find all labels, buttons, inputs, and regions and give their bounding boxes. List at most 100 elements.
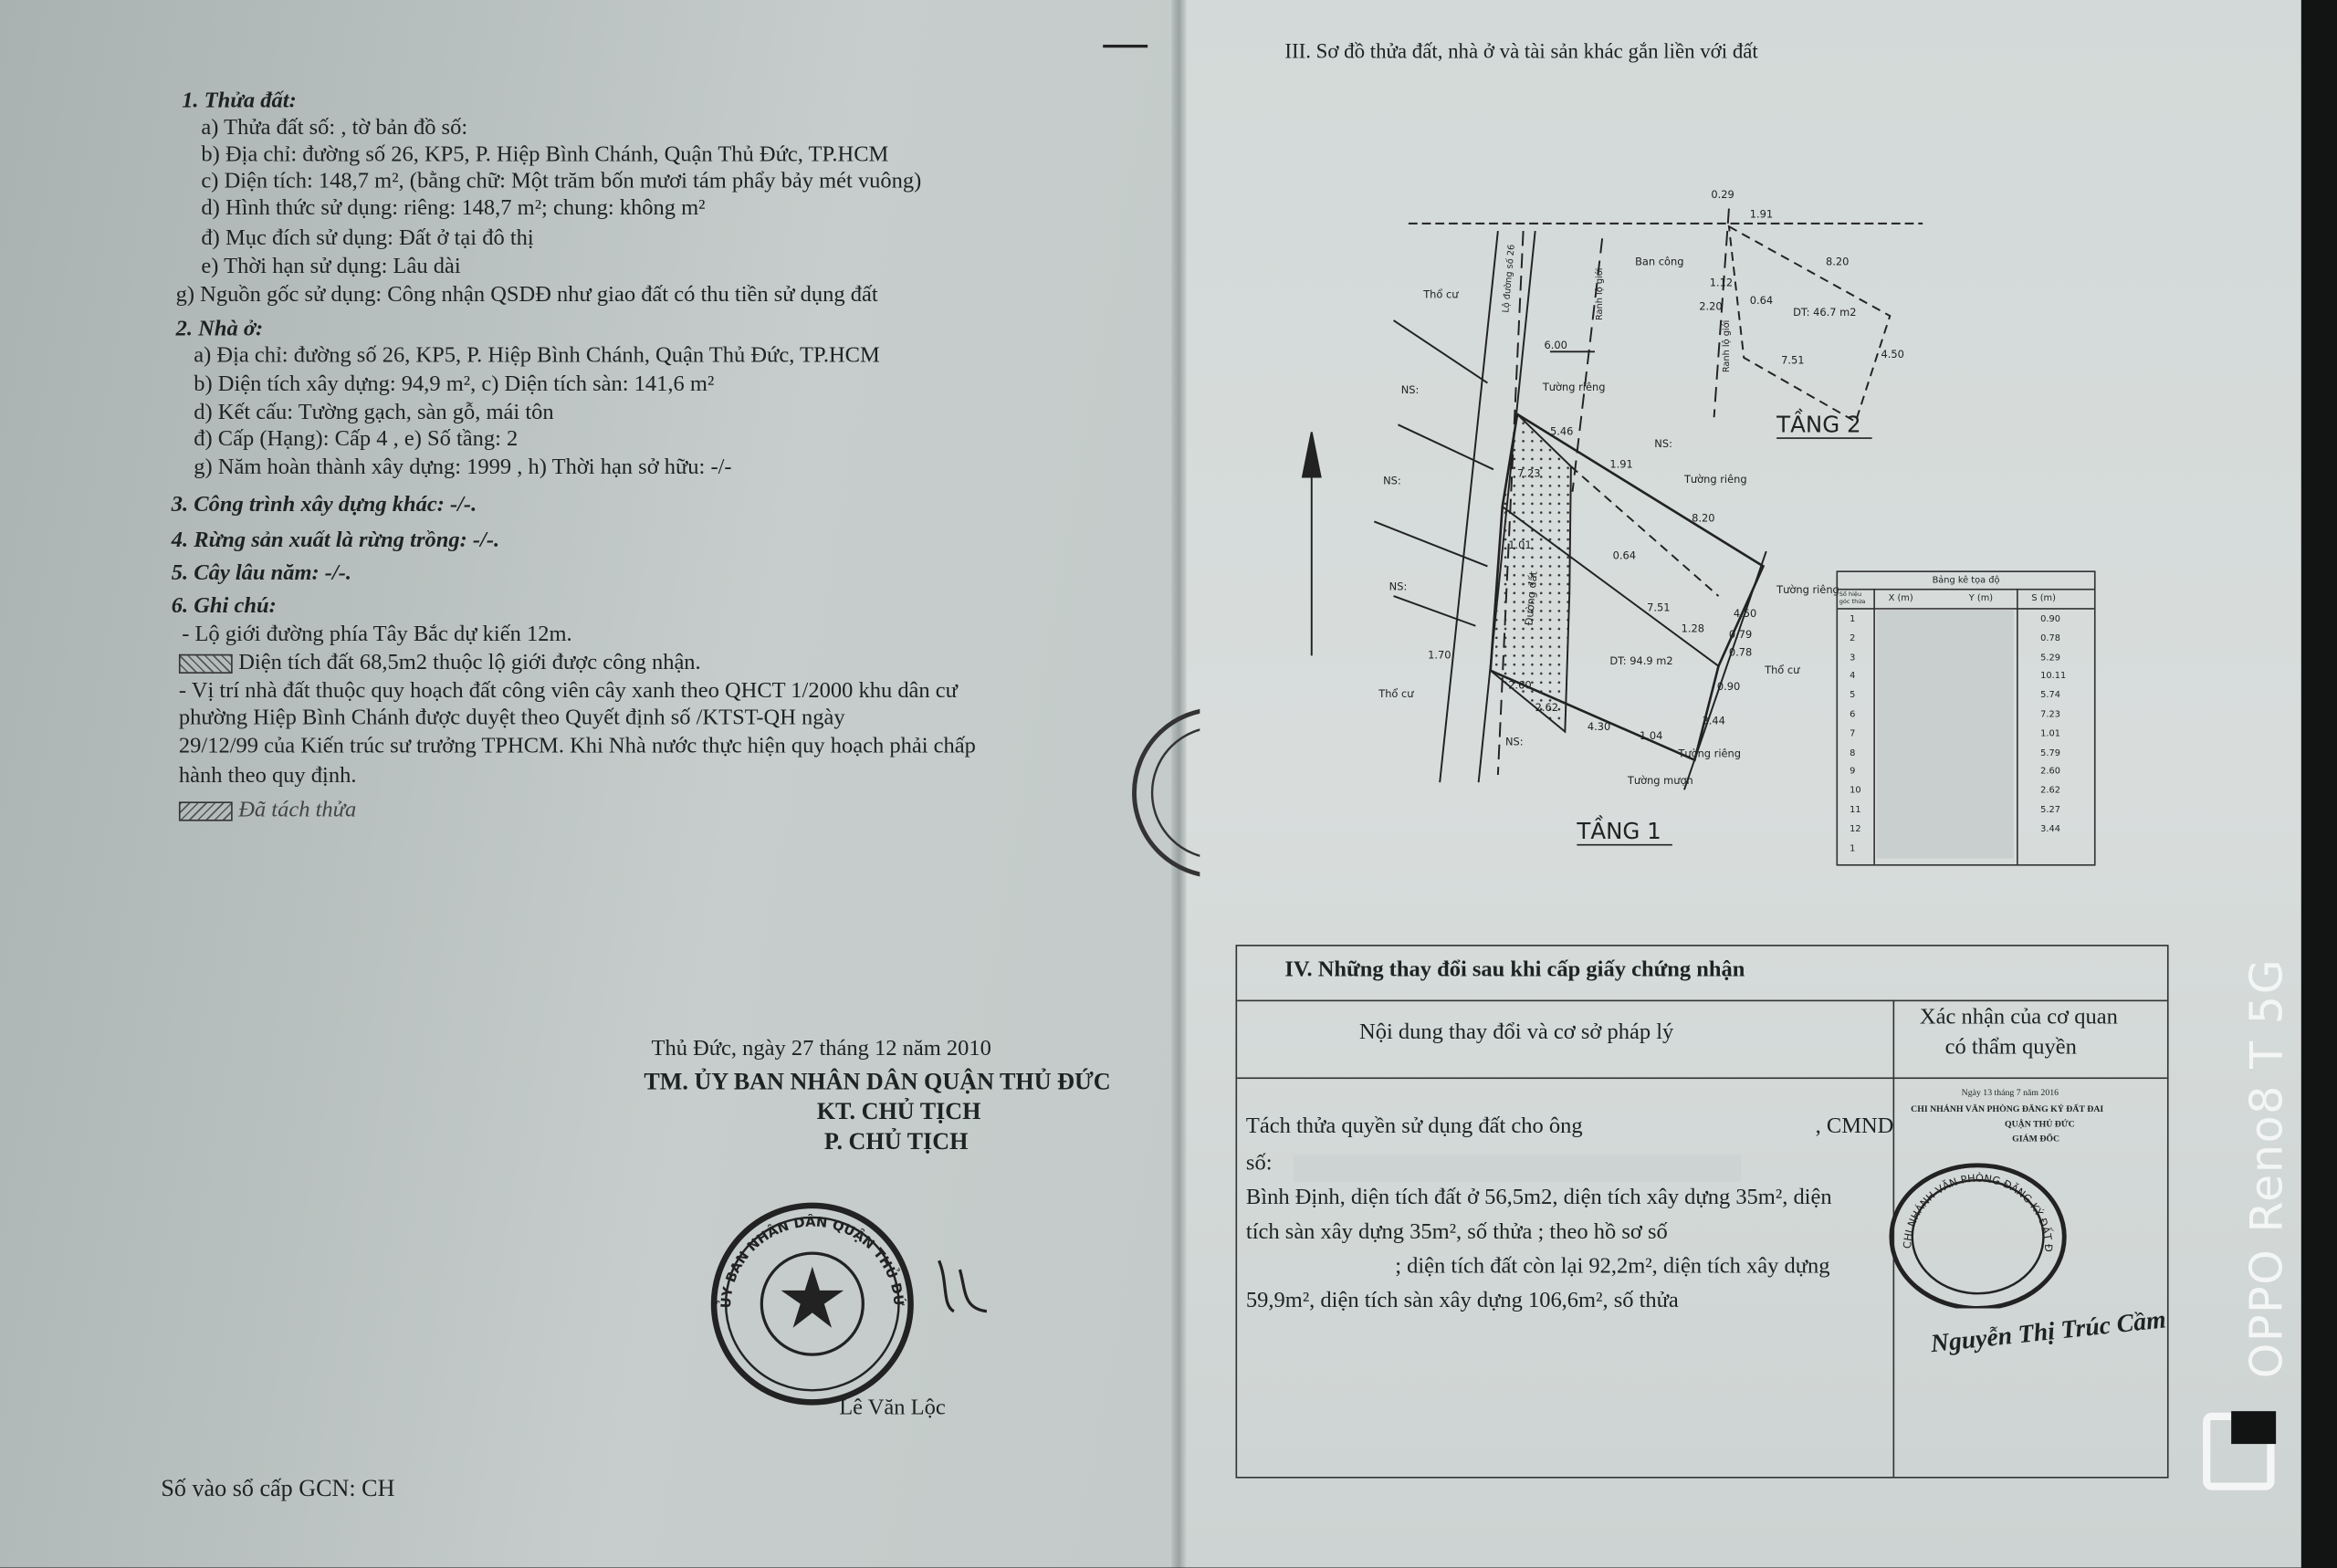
road-line-left xyxy=(1439,230,1499,783)
dim-751-b: 7.51 xyxy=(1647,601,1670,613)
label-ns-2: NS: xyxy=(1383,475,1401,487)
change-line-4: tích sàn xây dựng 35m², số thửa ; theo h… xyxy=(1245,1220,1668,1245)
label-setback-1: Ranh lộ giới xyxy=(1594,267,1605,320)
coord-distance: 2.62 xyxy=(2040,785,2060,797)
coord-divider xyxy=(1838,608,2094,610)
coord-point: 5 xyxy=(1850,690,1856,701)
left-page xyxy=(0,0,1181,1568)
registry-number: Số vào sổ cấp GCN: CH xyxy=(161,1477,395,1502)
dim-220: 2.20 xyxy=(1699,300,1722,313)
house-line xyxy=(1502,506,1720,667)
land-address: b) Địa chỉ: đường số 26, KP5, P. Hiệp Bì… xyxy=(201,142,889,167)
coord-distance: 7.23 xyxy=(2040,709,2060,720)
note-area-recognized: Diện tích đất 68,5m2 thuộc lộ giới được … xyxy=(178,651,701,676)
neighbor-line-3 xyxy=(1373,520,1488,568)
confirm-org: CHI NHÁNH VĂN PHÒNG ĐĂNG KÝ ĐẤT ĐAI xyxy=(1911,1105,2104,1115)
confirm-org-2: QUẬN THỦ ĐỨC xyxy=(2004,1120,2075,1130)
coord-point: 12 xyxy=(1850,823,1861,834)
land-purpose: đ) Mục đích sử dụng: Đất ở tại đô thị xyxy=(201,226,534,251)
land-usage-form: d) Hình thức sử dụng: riêng: 148,7 m²; c… xyxy=(201,196,706,221)
dim-078: 0.78 xyxy=(1729,645,1752,658)
label-ns-5: NS: xyxy=(1654,437,1672,450)
label-ns-4: NS: xyxy=(1505,735,1524,747)
label-floor2: TẦNG 2 xyxy=(1776,408,1860,437)
redacted-coordinates xyxy=(1876,609,2014,859)
dim-546: 5.46 xyxy=(1550,425,1573,438)
dim-820-top: 8.20 xyxy=(1826,256,1849,268)
label-thocu-2: Thổ cư xyxy=(1378,687,1414,700)
section-other-works: 3. Công trình xây dựng khác: -/-. xyxy=(171,493,477,517)
coord-point: 8 xyxy=(1850,747,1856,758)
change-line-6: 59,9m², diện tích sàn xây dựng 106,6m², … xyxy=(1245,1289,1679,1313)
label-road: Đường đất xyxy=(1522,570,1539,626)
dim-262: 2.62 xyxy=(1535,701,1558,714)
label-thocu-3: Thổ cư xyxy=(1764,664,1800,676)
coord-col-point: Số hiệu góc thửa xyxy=(1839,590,1866,605)
dim-751-top: 7.51 xyxy=(1781,353,1804,366)
diagram-section-title: III. Sơ đồ thửa đất, nhà ở và tài sản kh… xyxy=(1284,41,1758,65)
dim-600: 6.00 xyxy=(1544,339,1567,351)
label-wall-own-2: Tường riêng xyxy=(1776,583,1839,596)
camera-watermark: OPPO Reno8 T 5G xyxy=(2241,957,2294,1379)
dim-344: 3.44 xyxy=(1703,714,1725,727)
coord-point: 11 xyxy=(1850,804,1861,816)
coord-col-x: X (m) xyxy=(1888,592,1913,604)
dim-128: 1.28 xyxy=(1682,622,1704,634)
lot-floor2 xyxy=(1727,225,1892,423)
section-perennial: 5. Cây lâu năm: -/-. xyxy=(171,561,352,586)
confirm-role: GIÁM ĐỐC xyxy=(2012,1135,2060,1145)
dim-079: 0.79 xyxy=(1729,628,1752,641)
coord-point: 4 xyxy=(1850,671,1856,682)
coord-point: 7 xyxy=(1850,728,1856,739)
dim-191: 1.91 xyxy=(1750,207,1773,220)
coord-distance: 2.60 xyxy=(2040,766,2060,778)
section-notes-title: 6. Ghi chú: xyxy=(171,594,277,619)
coord-distance: 10.11 xyxy=(2040,671,2067,682)
note-planning-l2: phường Hiệp Bình Chánh được duyệt theo Q… xyxy=(178,706,845,731)
dim-430: 4.30 xyxy=(1588,720,1610,733)
coord-point: 2 xyxy=(1850,632,1856,643)
coord-distance: 1.01 xyxy=(2040,728,2060,739)
col-content-header: Nội dung thay đổi và cơ sở pháp lý xyxy=(1359,1020,1674,1045)
coord-point: 6 xyxy=(1850,709,1856,720)
changes-section-title: IV. Những thay đổi sau khi cấp giấy chứn… xyxy=(1284,957,1745,982)
stamp-text: CHI NHÁNH VĂN PHÒNG ĐĂNG KÝ ĐẤT ĐAI Q.TH… xyxy=(1881,1159,2055,1252)
label-wall-borrowed: Tường mượn xyxy=(1627,774,1693,787)
note-road-limit: - Lộ giới đường phía Tây Bắc dự kiến 12m… xyxy=(182,622,572,647)
change-line-3: Bình Định, diện tích đất ở 56,5m2, diện … xyxy=(1245,1186,1832,1210)
label-thocu-1: Thổ cư xyxy=(1422,288,1459,301)
coord-distance: 5.79 xyxy=(2040,747,2060,758)
coordinate-table: Bảng kê tọa độ Số hiệu góc thửa X (m) Y … xyxy=(1836,570,2096,866)
neighbor-line-1 xyxy=(1393,319,1488,384)
camera-logo-icon xyxy=(2203,1411,2277,1490)
coord-vline xyxy=(2017,588,2018,864)
label-setback-2: Ranh lộ giới xyxy=(1721,320,1732,373)
neighbor-line-4 xyxy=(1393,595,1476,627)
note-area-text: Diện tích đất 68,5m2 thuộc lộ giới được … xyxy=(238,651,701,675)
coord-divider xyxy=(1838,588,2094,591)
change-line-1b: , CMND xyxy=(1815,1114,1894,1139)
sign-role-2: P. CHỦ TỊCH xyxy=(823,1129,969,1155)
dim-723: 7.23 xyxy=(1517,466,1540,479)
official-seal-icon: ỦY BAN NHÂN DÂN QUẬN THỦ ĐỨC - TP HỒ CHÍ… xyxy=(700,1192,914,1406)
registry-stamp-icon: CHI NHÁNH VĂN PHÒNG ĐĂNG KÝ ĐẤT ĐAI Q.TH… xyxy=(1881,1159,2067,1309)
setback-dashed xyxy=(1571,238,1604,492)
change-line-1a: Tách thửa quyền sử dụng đất cho ông xyxy=(1245,1114,1583,1139)
section-land-title: 1. Thửa đất: xyxy=(182,89,297,114)
coord-point: 1 xyxy=(1850,613,1856,625)
partial-stamp-icon xyxy=(1132,708,1200,877)
label-road-top: Lộ đường số 26 xyxy=(1500,244,1516,313)
right-page xyxy=(1180,0,2301,1568)
house-build-area: b) Diện tích xây dựng: 94,9 m², c) Diện … xyxy=(194,372,715,397)
label-ns-1: NS: xyxy=(1401,383,1420,396)
label-ns-3: NS: xyxy=(1389,580,1408,593)
dim-090: 0.90 xyxy=(1717,680,1740,693)
sign-org: TM. ỦY BAN NHÂN DÂN QUẬN THỦ ĐỨC xyxy=(644,1070,1111,1096)
label-area-floor1: DT: 94.9 m2 xyxy=(1609,654,1672,667)
dim-450-b: 4.50 xyxy=(1734,607,1756,620)
note-handwritten-split: Đã tách thửa xyxy=(178,799,356,824)
hatch-legend-icon xyxy=(178,653,233,674)
house-address: a) Địa chỉ: đường số 26, KP5, P. Hiệp Bì… xyxy=(194,344,880,369)
land-origin: g) Nguồn gốc sử dụng: Công nhận QSDĐ như… xyxy=(175,283,878,308)
